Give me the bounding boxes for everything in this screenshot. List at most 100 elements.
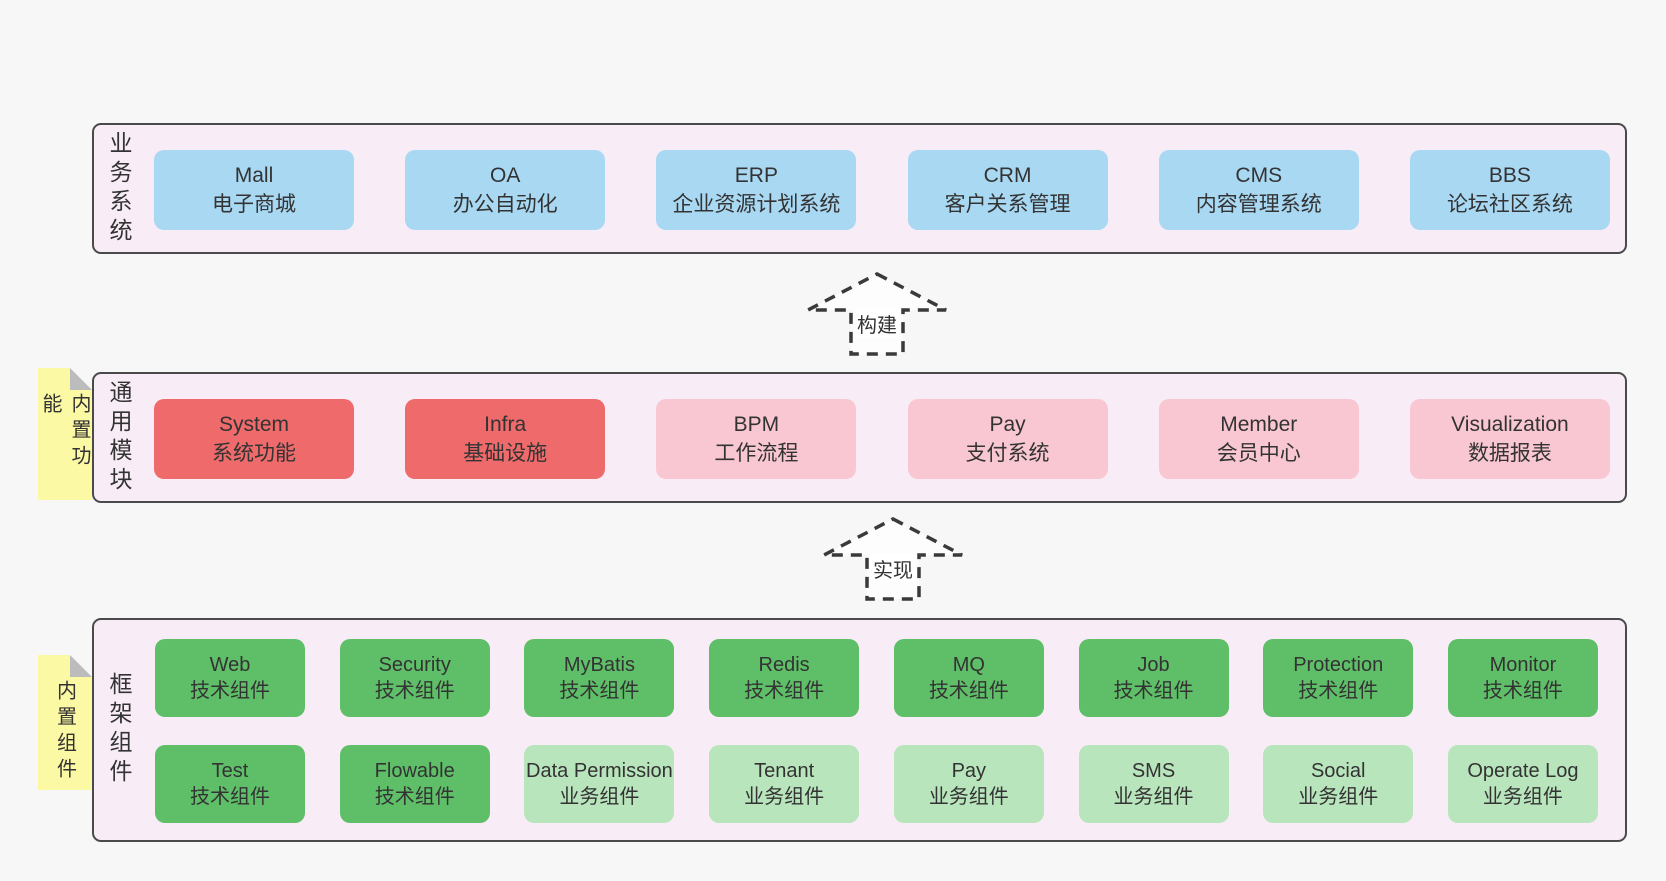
box-security: Security 技术组件 — [339, 639, 490, 717]
box-mq: MQ 技术组件 — [893, 639, 1044, 717]
box-system: System 系统功能 — [154, 399, 354, 479]
box-redis: Redis 技术组件 — [709, 639, 860, 717]
arrow-implement: 实现 — [822, 517, 964, 601]
box-job: Job 技术组件 — [1078, 639, 1229, 717]
box-data-permission-name: Data Permission — [526, 760, 673, 782]
box-oa-desc: 办公自动化 — [452, 193, 558, 216]
section-common-modules: 通用模块 System 系统功能 Infra 基础设施 BPM 工作流程 Pay… — [92, 372, 1627, 503]
box-redis-name: Redis — [758, 654, 810, 676]
box-mall-name: Mall — [234, 164, 274, 187]
box-protection-name: Protection — [1293, 654, 1384, 676]
box-oa-name: OA — [490, 164, 521, 187]
box-mall-desc: 电子商城 — [212, 193, 296, 216]
box-redis-desc: 技术组件 — [744, 680, 825, 702]
box-protection-desc: 技术组件 — [1298, 680, 1379, 702]
box-erp-desc: 企业资源计划系统 — [672, 193, 841, 216]
box-pay-component-name: Pay — [951, 760, 987, 782]
box-pay-system: Pay 支付系统 — [907, 399, 1108, 479]
box-test-desc: 技术组件 — [190, 786, 270, 808]
box-sms: SMS 业务组件 — [1078, 745, 1229, 823]
box-tenant-desc: 业务组件 — [744, 786, 825, 808]
box-tenant: Tenant 业务组件 — [709, 745, 860, 823]
box-social-desc: 业务组件 — [1298, 786, 1379, 808]
box-member-desc: 会员中心 — [1216, 442, 1301, 465]
box-bbs-desc: 论坛社区系统 — [1446, 193, 1573, 216]
box-mybatis: MyBatis 技术组件 — [524, 639, 675, 717]
box-bbs-name: BBS — [1488, 164, 1531, 187]
box-bpm-desc: 工作流程 — [714, 442, 799, 465]
section-label-common-text: 通用模块 — [106, 379, 132, 496]
box-bpm-name: BPM — [733, 413, 780, 436]
box-tenant-name: Tenant — [754, 760, 815, 782]
sticky-note-built-in-features: 内置功能 — [38, 368, 92, 500]
box-cms-name: CMS — [1235, 164, 1283, 187]
box-monitor-desc: 技术组件 — [1482, 680, 1563, 702]
box-protection: Protection 技术组件 — [1263, 639, 1414, 717]
box-sms-name: SMS — [1131, 760, 1176, 782]
box-web-name: Web — [209, 654, 251, 676]
box-system-desc: 系统功能 — [212, 442, 296, 465]
box-crm: CRM 客户关系管理 — [907, 150, 1108, 230]
box-job-desc: 技术组件 — [1113, 680, 1194, 702]
section-label-common: 通用模块 — [102, 374, 136, 501]
box-visualization: Visualization 数据报表 — [1409, 399, 1610, 479]
section-framework-components: 框架组件 Web 技术组件 Security 技术组件 MyBatis 技术组件… — [92, 618, 1627, 842]
box-test: Test 技术组件 — [155, 745, 305, 823]
box-erp: ERP 企业资源计划系统 — [656, 150, 857, 230]
box-infra: Infra 基础设施 — [405, 399, 606, 479]
section-label-framework: 框架组件 — [102, 620, 136, 840]
box-monitor-name: Monitor — [1489, 654, 1557, 676]
box-social-name: Social — [1310, 760, 1366, 782]
framework-row-2: Test 技术组件 Flowable 技术组件 Data Permission … — [155, 745, 1598, 823]
box-operate-log-desc: 业务组件 — [1482, 786, 1563, 808]
box-security-desc: 技术组件 — [374, 680, 455, 702]
box-web: Web 技术组件 — [155, 639, 305, 717]
box-operate-log-name: Operate Log — [1467, 760, 1579, 782]
box-crm-desc: 客户关系管理 — [944, 193, 1071, 216]
box-system-name: System — [218, 413, 289, 436]
box-data-permission: Data Permission 业务组件 — [524, 745, 675, 823]
box-security-name: Security — [378, 654, 451, 676]
arrow-build-label: 构建 — [854, 309, 900, 338]
business-boxes-row: Mall 电子商城 OA 办公自动化 ERP 企业资源计划系统 CRM 客户关系… — [154, 150, 1610, 230]
box-social: Social 业务组件 — [1263, 745, 1414, 823]
box-web-desc: 技术组件 — [190, 680, 270, 702]
box-flowable: Flowable 技术组件 — [339, 745, 490, 823]
box-mq-name: MQ — [952, 654, 985, 676]
box-member: Member 会员中心 — [1158, 399, 1359, 479]
box-sms-desc: 业务组件 — [1113, 786, 1194, 808]
box-bpm: BPM 工作流程 — [656, 399, 857, 479]
box-erp-name: ERP — [734, 164, 778, 187]
sticky-note-built-in-features-text: 内置功能 — [39, 393, 90, 471]
box-flowable-desc: 技术组件 — [374, 786, 455, 808]
box-visualization-name: Visualization — [1451, 413, 1569, 436]
box-monitor: Monitor 技术组件 — [1447, 639, 1598, 717]
box-member-name: Member — [1220, 413, 1298, 436]
framework-row-1: Web 技术组件 Security 技术组件 MyBatis 技术组件 Redi… — [155, 639, 1598, 717]
box-mall: Mall 电子商城 — [154, 150, 354, 230]
box-test-name: Test — [211, 760, 249, 782]
box-oa: OA 办公自动化 — [405, 150, 606, 230]
box-data-permission-desc: 业务组件 — [559, 786, 640, 808]
box-flowable-name: Flowable — [374, 760, 455, 782]
box-pay-system-name: Pay — [989, 413, 1026, 436]
sticky-note-built-in-components-text: 内置组件 — [53, 680, 76, 784]
box-cms-desc: 内容管理系统 — [1195, 193, 1322, 216]
arrow-build: 构建 — [806, 272, 948, 356]
box-operate-log: Operate Log 业务组件 — [1447, 745, 1598, 823]
box-pay-component-desc: 业务组件 — [928, 786, 1009, 808]
section-business-systems: 业务系统 Mall 电子商城 OA 办公自动化 ERP 企业资源计划系统 CRM… — [92, 123, 1627, 254]
section-label-business-text: 业务系统 — [106, 130, 132, 247]
box-crm-name: CRM — [983, 164, 1032, 187]
box-bbs: BBS 论坛社区系统 — [1409, 150, 1610, 230]
box-infra-name: Infra — [484, 413, 527, 436]
box-visualization-desc: 数据报表 — [1467, 442, 1552, 465]
box-cms: CMS 内容管理系统 — [1158, 150, 1359, 230]
box-job-name: Job — [1137, 654, 1170, 676]
box-infra-desc: 基础设施 — [463, 442, 548, 465]
section-label-framework-text: 框架组件 — [106, 672, 132, 788]
box-pay-system-desc: 支付系统 — [965, 442, 1050, 465]
arrow-implement-label: 实现 — [870, 554, 916, 583]
box-mq-desc: 技术组件 — [928, 680, 1009, 702]
